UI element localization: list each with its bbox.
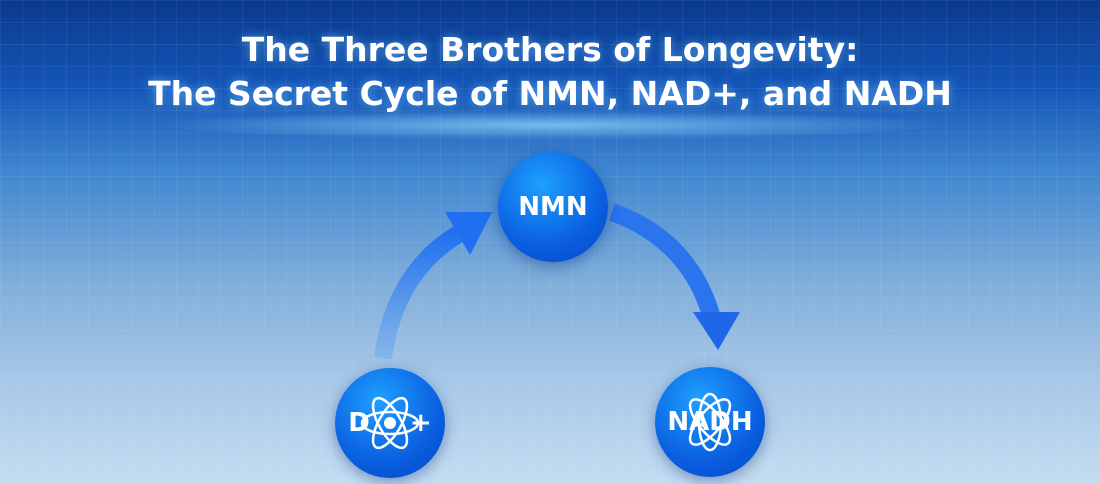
atom-icon (360, 396, 420, 450)
node-label: NADH (667, 407, 753, 437)
atom-icon (688, 392, 732, 452)
title-glow (150, 110, 950, 140)
arrow-icon (608, 203, 721, 321)
arrow-head-icon (693, 312, 740, 350)
node-label: + (409, 408, 432, 438)
node-label: D (348, 408, 370, 438)
node-label: NMN (518, 192, 588, 222)
arrow-head-icon (445, 212, 492, 255)
title-line-2: The Secret Cycle of NMN, NAD+, and NADH (148, 74, 952, 113)
node-nmn: NMN (498, 152, 608, 262)
title-line-1: The Three Brothers of Longevity: (241, 30, 859, 69)
arrow-icon (374, 224, 467, 360)
page-title: The Three Brothers of Longevity: The Sec… (0, 28, 1100, 116)
node-nadh: NADH (655, 367, 765, 477)
node-nad-plus: D + (335, 368, 445, 478)
